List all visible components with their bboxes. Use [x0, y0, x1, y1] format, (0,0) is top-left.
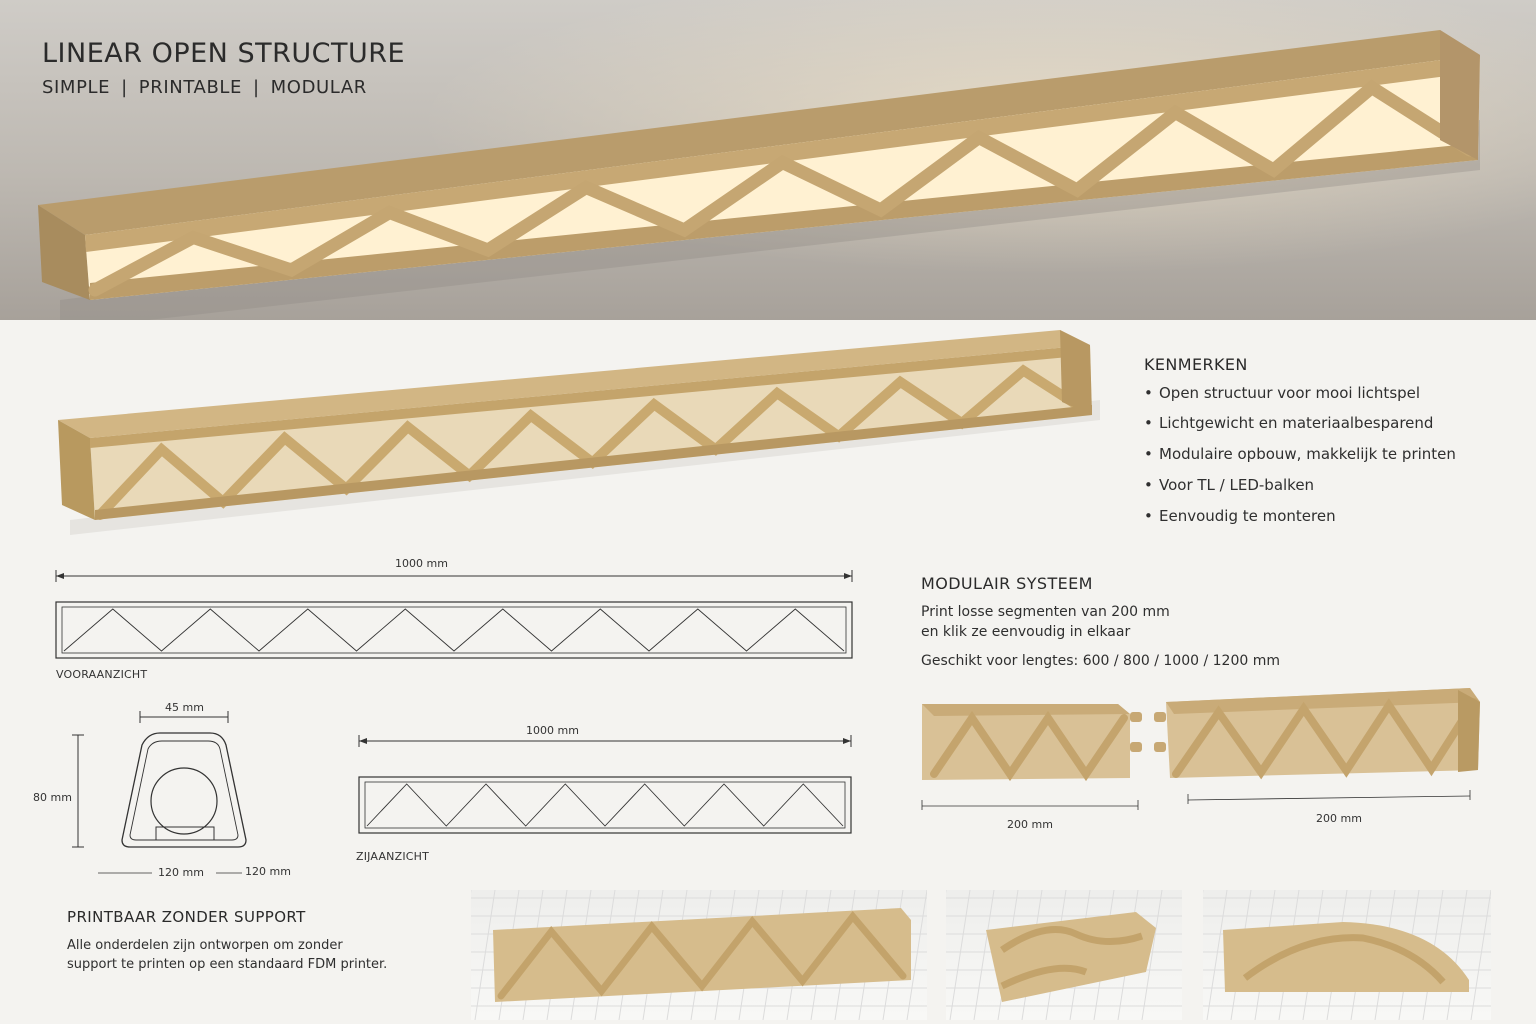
- feature-text: Lichtgewicht en materiaalbesparend: [1159, 414, 1434, 432]
- feature-item: • Open structuur voor mooi lichtspel: [1144, 384, 1420, 402]
- page-title: LINEAR OPEN STRUCTURE: [42, 38, 406, 69]
- grid-line: [906, 890, 927, 1020]
- modular-text-line2: en klik ze eenvoudig in elkaar: [921, 624, 1131, 640]
- truss-strut: [366, 783, 844, 827]
- feature-item: • Voor TL / LED-balken: [1144, 476, 1314, 494]
- feature-text: Eenvoudig te monteren: [1159, 507, 1336, 525]
- truss-strut: [1172, 698, 1478, 780]
- modular-text-line1: Print losse segmenten van 200 mm: [921, 604, 1170, 620]
- grid-line: [474, 890, 496, 1020]
- grid-line: [973, 890, 995, 1020]
- bullet: •: [1144, 414, 1153, 432]
- printable-text-line1: Alle onderdelen zijn ontworpen om zonder: [67, 938, 343, 953]
- side-view-label: ZIJAANZICHT: [356, 850, 430, 863]
- truss-strut: [497, 910, 907, 1000]
- feature-text: Voor TL / LED-balken: [1159, 476, 1315, 494]
- bullet: •: [1144, 476, 1153, 494]
- tagline-modular: MODULAR: [270, 77, 367, 98]
- bullet: •: [1144, 507, 1153, 525]
- side-view-drawing: [358, 735, 852, 834]
- section-view-drawing: [72, 711, 247, 874]
- feature-text: Modulaire opbouw, makkelijk te printen: [1159, 445, 1456, 463]
- tagline-separator: |: [253, 77, 260, 98]
- features-heading: KENMERKEN: [1144, 355, 1248, 374]
- segment-right-dimension: 200 mm: [1316, 812, 1362, 825]
- tagline-separator: |: [121, 77, 128, 98]
- segment-left-dimension: 200 mm: [1007, 818, 1053, 831]
- print-bed-photo-end-piece: [1203, 890, 1491, 1020]
- grid-line: [949, 890, 971, 1020]
- printable-text-line2: support te printen op een standaard FDM …: [67, 957, 388, 972]
- modular-heading: MODULAIR SYSTEEM: [921, 574, 1093, 593]
- feature-text: Open structuur voor mooi lichtspel: [1159, 384, 1421, 402]
- page-tagline: SIMPLE | PRINTABLE | MODULAR: [42, 77, 367, 98]
- bullet: •: [1144, 445, 1153, 463]
- ceiling-lamp-illustration: [38, 30, 1480, 320]
- truss-strut: [88, 79, 1477, 297]
- truss-strut: [63, 608, 845, 652]
- section-width-top-dimension: 45 mm: [165, 701, 204, 714]
- print-bed-photo-long-part: [471, 890, 927, 1020]
- product-render: [58, 330, 1100, 535]
- bullet: •: [1144, 384, 1153, 402]
- hero-photo: LINEAR OPEN STRUCTURE SIMPLE | PRINTABLE | M…: [0, 0, 1536, 320]
- section-height-dimension: 80 mm: [33, 791, 72, 804]
- tagline-simple: SIMPLE: [42, 77, 111, 98]
- section-width-bottom-alt-dimension: 120 mm: [245, 865, 291, 878]
- printable-heading: PRINTBAAR ZONDER SUPPORT: [67, 908, 306, 926]
- grid-line: [1446, 890, 1468, 1020]
- section-width-bottom-dimension: 120 mm: [158, 866, 204, 879]
- grid-line: [1141, 890, 1163, 1020]
- truss-strut: [930, 710, 1128, 782]
- modular-lengths-text: Geschikt voor lengtes: 600 / 800 / 1000 …: [921, 653, 1280, 669]
- tagline-printable: PRINTABLE: [138, 77, 242, 98]
- grid-line: [1470, 890, 1491, 1020]
- front-length-dimension: 1000 mm: [395, 557, 448, 570]
- grid-line: [1206, 890, 1228, 1020]
- feature-item: • Eenvoudig te monteren: [1144, 507, 1336, 525]
- feature-item: • Lichtgewicht en materiaalbesparend: [1144, 414, 1433, 432]
- front-view-drawing: [55, 570, 853, 659]
- modular-segments-illustration: [921, 688, 1480, 810]
- side-length-dimension: 1000 mm: [526, 724, 579, 737]
- print-bed-photo-segment: [946, 890, 1182, 1020]
- front-view-label: VOORAANZICHT: [56, 668, 148, 681]
- feature-item: • Modulaire opbouw, makkelijk te printen: [1144, 445, 1456, 463]
